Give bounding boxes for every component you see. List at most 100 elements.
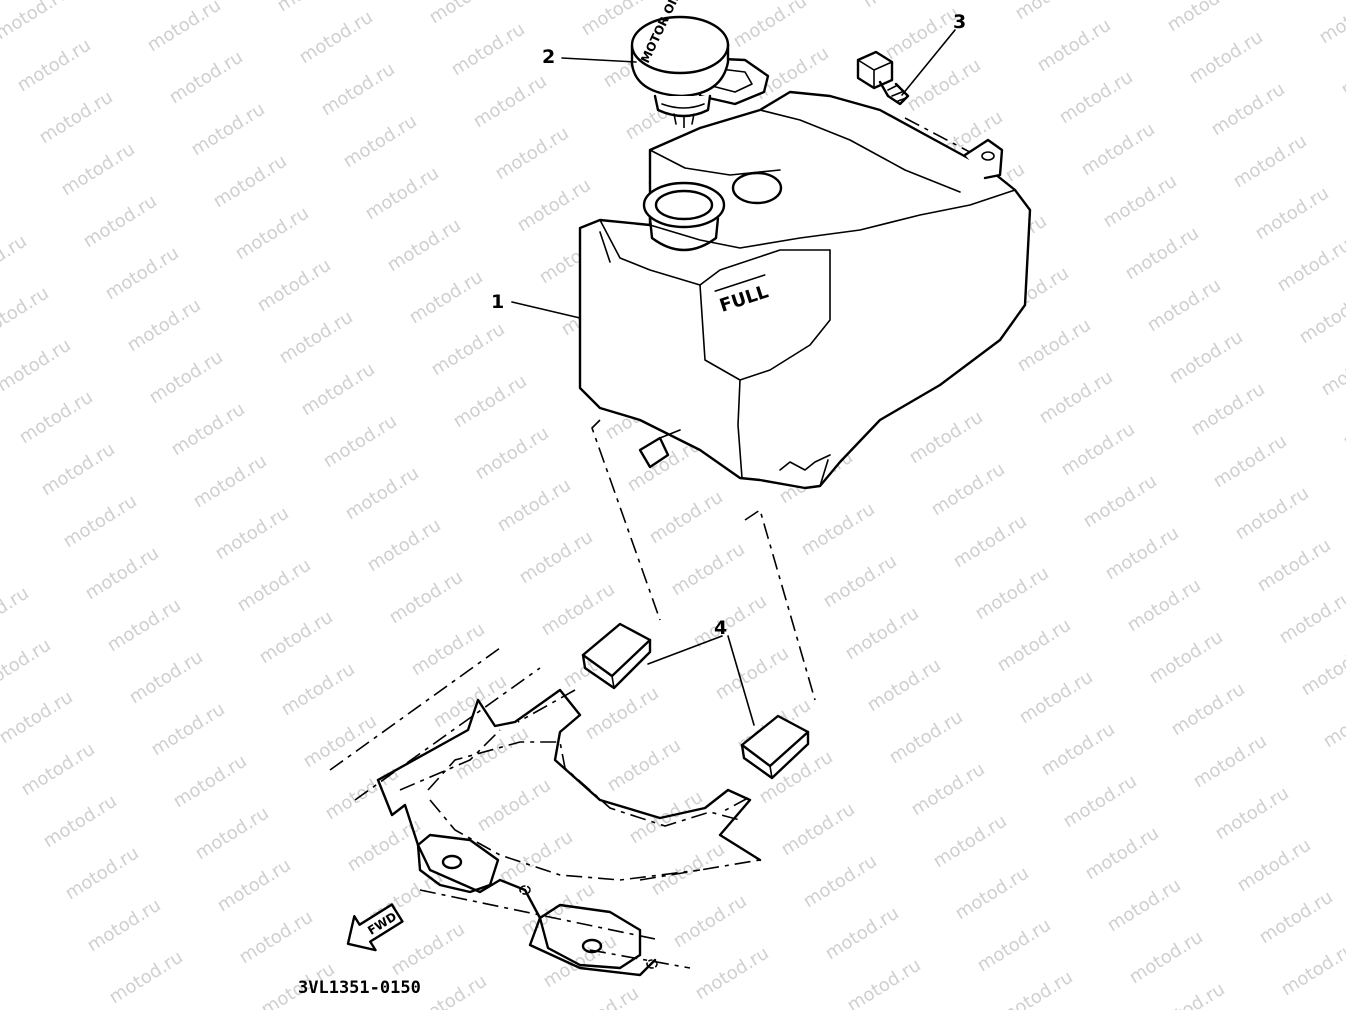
- watermark-text: motod.ru: [62, 843, 143, 905]
- rubber-damper-rear: [740, 714, 810, 780]
- watermark-text: motod.ru: [904, 55, 985, 117]
- watermark-text: motod.ru: [16, 387, 97, 449]
- watermark-text: motod.ru: [236, 907, 317, 969]
- watermark-text: motod.ru: [386, 567, 467, 629]
- watermark-text: motod.ru: [80, 191, 161, 253]
- watermark-text: motod.ru: [538, 579, 619, 641]
- watermark-text: motod.ru: [0, 687, 77, 749]
- watermark-text: motod.ru: [994, 615, 1075, 677]
- watermark-text: motod.ru: [1146, 627, 1227, 689]
- watermark-text: motod.ru: [38, 439, 119, 501]
- watermark-text: motod.ru: [212, 503, 293, 565]
- watermark-text: motod.ru: [1316, 0, 1346, 48]
- watermark-text: motod.ru: [188, 99, 269, 161]
- watermark-text: motod.ru: [274, 0, 355, 16]
- watermark-text: motod.ru: [668, 539, 749, 601]
- watermark-text: motod.ru: [384, 215, 465, 277]
- watermark-text: motod.ru: [494, 475, 575, 537]
- oil-tank-cap: MOTOR OIL: [630, 0, 770, 125]
- watermark-text: motod.ru: [1296, 287, 1346, 349]
- watermark-text: motod.ru: [0, 583, 33, 645]
- watermark-text: motod.ru: [58, 139, 139, 201]
- watermark-text: motod.ru: [122, 0, 203, 4]
- watermark-text: motod.ru: [1232, 483, 1313, 545]
- watermark-text: motod.ru: [408, 619, 489, 681]
- watermark-text: motod.ru: [1338, 39, 1346, 101]
- watermark-text: motod.ru: [1230, 131, 1311, 193]
- watermark-text: motod.ru: [18, 739, 99, 801]
- watermark-text: motod.ru: [1060, 771, 1141, 833]
- watermark-text: motod.ru: [820, 551, 901, 613]
- watermark-text: motod.ru: [692, 943, 773, 1005]
- watermark-text: motod.ru: [448, 19, 529, 81]
- watermark-text: motod.ru: [1012, 0, 1093, 24]
- watermark-text: motod.ru: [1078, 119, 1159, 181]
- watermark-text: motod.ru: [0, 335, 75, 397]
- watermark-text: motod.ru: [582, 683, 663, 745]
- watermark-text: motod.ru: [950, 511, 1031, 573]
- watermark-text: motod.ru: [84, 895, 165, 957]
- watermark-text: motod.ru: [0, 635, 55, 697]
- watermark-text: motod.ru: [318, 59, 399, 121]
- watermark-text: motod.ru: [1082, 823, 1163, 885]
- watermark-text: motod.ru: [730, 0, 811, 52]
- watermark-text: motod.ru: [974, 915, 1055, 977]
- watermark-text: motod.ru: [144, 0, 225, 56]
- watermark-text: motod.ru: [1126, 927, 1207, 989]
- flange-bolt: [856, 50, 910, 106]
- diagram-code: 3VL1351-0150: [298, 978, 421, 998]
- watermark-text: motod.ru: [908, 759, 989, 821]
- watermark-text: motod.ru: [428, 319, 509, 381]
- watermark-text: motod.ru: [1124, 575, 1205, 637]
- watermark-text: motod.ru: [254, 255, 335, 317]
- watermark-text: motod.ru: [214, 855, 295, 917]
- watermark-text: motod.ru: [170, 751, 251, 813]
- watermark-text: motod.ru: [712, 643, 793, 705]
- watermark-text: motod.ru: [1320, 691, 1346, 753]
- watermark-text: motod.ru: [860, 0, 941, 12]
- watermark-text: motod.ru: [276, 307, 357, 369]
- watermark-text: motod.ru: [822, 903, 903, 965]
- watermark-text: motod.ru: [340, 111, 421, 173]
- watermark-text: motod.ru: [106, 947, 187, 1009]
- watermark-text: motod.ru: [952, 863, 1033, 925]
- watermark-text: motod.ru: [1276, 587, 1346, 649]
- oil-tank: FULL: [578, 90, 1032, 490]
- watermark-text: motod.ru: [232, 203, 313, 265]
- watermark-text: motod.ru: [648, 839, 729, 901]
- watermark-text: motod.ru: [996, 967, 1077, 1010]
- watermark-text: motod.ru: [0, 0, 73, 44]
- watermark-text: motod.ru: [1274, 235, 1346, 297]
- watermark-text: motod.ru: [296, 7, 377, 69]
- watermark-text: motod.ru: [800, 851, 881, 913]
- watermark-text: motod.ru: [210, 151, 291, 213]
- watermark-text: motod.ru: [1188, 379, 1269, 441]
- watermark-text: motod.ru: [0, 231, 31, 293]
- watermark-text: motod.ru: [492, 123, 573, 185]
- watermark-text: motod.ru: [40, 791, 121, 853]
- watermark-text: motod.ru: [1016, 667, 1097, 729]
- watermark-text: motod.ru: [1190, 731, 1271, 793]
- watermark-text: motod.ru: [1036, 367, 1117, 429]
- watermark-text: motod.ru: [1100, 171, 1181, 233]
- watermark-text: motod.ru: [882, 3, 963, 65]
- watermark-text: motod.ru: [474, 775, 555, 837]
- watermark-text: motod.ru: [1104, 875, 1185, 937]
- watermark-text: motod.ru: [646, 487, 727, 549]
- watermark-text: motod.ru: [930, 811, 1011, 873]
- watermark-text: motod.ru: [1208, 79, 1289, 141]
- watermark-text: motod.ru: [410, 971, 491, 1010]
- watermark-text: motod.ru: [972, 563, 1053, 625]
- watermark-text: motod.ru: [1210, 431, 1291, 493]
- watermark-text: motod.ru: [472, 423, 553, 485]
- watermark-text: motod.ru: [1166, 327, 1247, 389]
- watermark-text: motod.ru: [1342, 743, 1346, 805]
- watermark-text: motod.ru: [104, 595, 185, 657]
- watermark-text: motod.ru: [844, 955, 925, 1010]
- watermark-text: motod.ru: [928, 459, 1009, 521]
- watermark-text: motod.ru: [1252, 183, 1333, 245]
- watermark-text: motod.ru: [450, 371, 531, 433]
- watermark-text: motod.ru: [842, 603, 923, 665]
- watermark-text: motod.ru: [102, 243, 183, 305]
- watermark-text: motod.ru: [190, 451, 271, 513]
